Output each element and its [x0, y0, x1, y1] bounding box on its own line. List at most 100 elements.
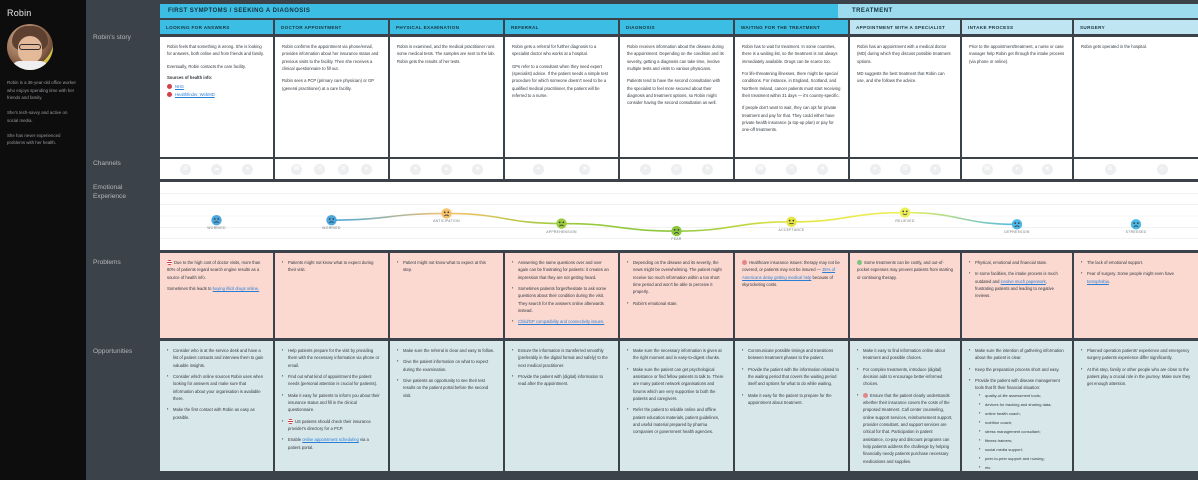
opportunity-sub-item: stress management consultant; — [975, 427, 1065, 435]
emotion-label-4: FEAR — [671, 237, 682, 242]
channels-cell-0: ⊕ ☁ ● — [160, 159, 273, 179]
opportunity-cell-1: Help patients prepare for the visit by p… — [275, 341, 388, 471]
opportunity-sub-item: peer-to-peer support and nursing; — [975, 454, 1065, 462]
emotion-label-1: WORRIED — [322, 226, 341, 231]
stage-header-3[interactable]: REFERRAL — [505, 20, 618, 34]
opportunity-item: Give patients an opportunity to see thei… — [397, 376, 496, 399]
inline-link[interactable]: Child/GP compatibility and connectivity … — [518, 319, 605, 325]
person-icon[interactable]: ● — [929, 163, 941, 175]
flag-icon — [288, 418, 293, 424]
row-label-channels: Channels — [93, 160, 121, 167]
problem-cell-4: Depending on the disease and its severit… — [620, 253, 733, 338]
emotion-label-8: STRESSED — [1125, 230, 1147, 235]
person-icon[interactable]: ● — [242, 163, 253, 175]
stage-header-7[interactable]: INTAKE PROCESS — [962, 20, 1072, 34]
problem-cell-3: Answering the same questions over and ov… — [505, 253, 618, 338]
email-icon[interactable]: ✉ — [786, 163, 797, 175]
doctor-icon[interactable]: ● — [360, 163, 372, 175]
story-paragraph: Robin gets a referral for further diagno… — [512, 44, 597, 57]
phone-icon[interactable]: ☎ — [981, 163, 993, 175]
opportunity-item: Enable online appointment scheduling via… — [282, 435, 381, 451]
problem-item: Sometimes patients forget/hesitate to as… — [512, 284, 611, 314]
opportunity-item: At this step, family or other people who… — [1081, 365, 1191, 388]
channels-cell-5: ☎ ✉ ■ — [735, 159, 848, 179]
opportunity-item: Make it easy to find information online … — [857, 346, 953, 362]
stage-header-1[interactable]: DOCTOR APPOINTMENT — [275, 20, 388, 34]
hospital-icon[interactable]: ⊞ — [1104, 163, 1116, 175]
stage-header-6[interactable]: APPOINTMENT WITH A SPECIALIST — [850, 20, 960, 34]
globe-icon[interactable]: ⊕ — [180, 163, 191, 175]
problem-cell-7: Physical, emotional and financial state.… — [962, 253, 1072, 338]
problem-item: Depending on the disease and its severit… — [627, 258, 726, 296]
doctor-icon[interactable]: ● — [532, 163, 544, 175]
phone-icon[interactable]: ☎ — [755, 163, 766, 175]
channels-cell-3: ●■ — [505, 159, 618, 179]
problem-cell-0: Due to the high cost of doctor visits, m… — [160, 253, 273, 338]
inline-link[interactable]: involve much paperwork — [1000, 278, 1046, 284]
channels-cell-6: ● ⊞ ● — [850, 159, 960, 179]
story-source-item[interactable]: Healthfinder, WebMD — [167, 91, 266, 99]
stage-header-8[interactable]: SURGERY — [1074, 20, 1198, 34]
doctor-icon[interactable]: ● — [410, 163, 421, 175]
hospital-icon[interactable]: ⊞ — [337, 163, 349, 175]
story-cell-0: Robin feels that something is wrong. She… — [160, 37, 273, 157]
opportunity-item: Make it easy for the patient to prepare … — [742, 391, 841, 407]
surgery-icon[interactable]: ✂ — [1156, 163, 1168, 175]
row-label-story: Robin's story — [93, 34, 131, 41]
row-label-rail: Robin's story Channels Emotional Experie… — [86, 0, 160, 480]
flag-icon — [857, 260, 862, 265]
nurse-icon[interactable]: ● — [1011, 163, 1023, 175]
opportunity-cell-5: Communicate possible timings and transit… — [735, 341, 848, 471]
hospital-icon[interactable]: ⊞ — [671, 163, 682, 175]
opportunity-cell-4: Make sure the necessary information is g… — [620, 341, 733, 471]
opportunity-item: Make sure the intention of gathering inf… — [969, 346, 1065, 362]
problem-item: Physical, emotional and financial state. — [969, 258, 1065, 266]
stage-header-4[interactable]: DIAGNOSIS — [620, 20, 733, 34]
email-icon[interactable]: ✉ — [314, 163, 326, 175]
story-source-item[interactable]: NHS — [167, 83, 266, 91]
emotion-label-2: ANTICIPATION — [433, 219, 460, 224]
row-label-problems: Problems — [93, 259, 121, 266]
hospital-icon[interactable]: ⊞ — [899, 163, 911, 175]
lab-icon[interactable]: ▲ — [441, 163, 452, 175]
story-paragraph: Robin confirms the appointment via phone… — [282, 44, 379, 72]
problem-cell-6: Some treatments can be costly, and out-o… — [850, 253, 960, 338]
opportunity-cell-6: Make it easy to find information online … — [850, 341, 960, 471]
inline-link[interactable]: tomophobia — [1087, 278, 1109, 284]
opportunity-item: Ensure the information is transferred sm… — [512, 346, 611, 369]
persona-bio-2: She's tech-savvy and active on social me… — [7, 110, 68, 123]
opportunity-item: For complex treatments, introduce (digit… — [857, 365, 953, 388]
document-icon[interactable]: ■ — [472, 163, 483, 175]
cloud-icon[interactable]: ☁ — [211, 163, 222, 175]
document-icon[interactable]: ■ — [817, 163, 828, 175]
story-cell-1: Robin confirms the appointment via phone… — [275, 37, 388, 157]
opportunity-item: Provide the patient with the information… — [742, 365, 841, 388]
story-cell-7: Prior to the appointment/treatment, a nu… — [962, 37, 1072, 157]
problem-cell-1: Patients might not know what to expect d… — [275, 253, 388, 338]
persona-bio-1: Robin is a 36-year-old office worker who… — [7, 80, 76, 101]
doctor-icon[interactable]: ● — [640, 163, 651, 175]
stage-header-2[interactable]: PHYSICAL EXAMINATION — [390, 20, 503, 34]
phase-first-symptoms: FIRST SYMPTOMS / SEEKING A DIAGNOSIS — [160, 4, 845, 18]
document-icon[interactable]: ■ — [1041, 163, 1053, 175]
channels-cell-7: ☎ ● ■ — [962, 159, 1072, 179]
document-icon[interactable]: ■ — [579, 163, 591, 175]
flag-icon — [742, 260, 747, 265]
inline-link[interactable]: buying illicit drugs online. — [212, 286, 260, 292]
opportunity-cell-2: Make sure the referral is clear and easy… — [390, 341, 503, 471]
phone-icon[interactable]: ☎ — [291, 163, 303, 175]
problem-item: Sometimes this leads to buying illicit d… — [167, 286, 260, 292]
channels-cell-4: ● ⊞ ■ — [620, 159, 733, 179]
opportunity-sub-item: nutrition coach; — [975, 418, 1065, 426]
problems-row: Due to the high cost of doctor visits, m… — [160, 253, 1198, 338]
story-paragraph: Robin sees a PCP (primary care physician… — [282, 78, 375, 91]
phase-treatment: TREATMENT — [838, 4, 1198, 18]
inline-link[interactable]: 35% of Americans delay getting medical h… — [742, 267, 836, 280]
story-cell-3: Robin gets a referral for further diagno… — [505, 37, 618, 157]
document-icon[interactable]: ■ — [702, 163, 713, 175]
doctor-icon[interactable]: ● — [869, 163, 881, 175]
stage-header-5[interactable]: WAITING FOR THE TREATMENT — [735, 20, 848, 34]
inline-link[interactable]: online appointment scheduling — [302, 437, 359, 443]
story-paragraph: Robin feels that something is wrong. She… — [167, 44, 264, 57]
stage-header-0[interactable]: LOOKING FOR ANSWERS — [160, 20, 273, 34]
